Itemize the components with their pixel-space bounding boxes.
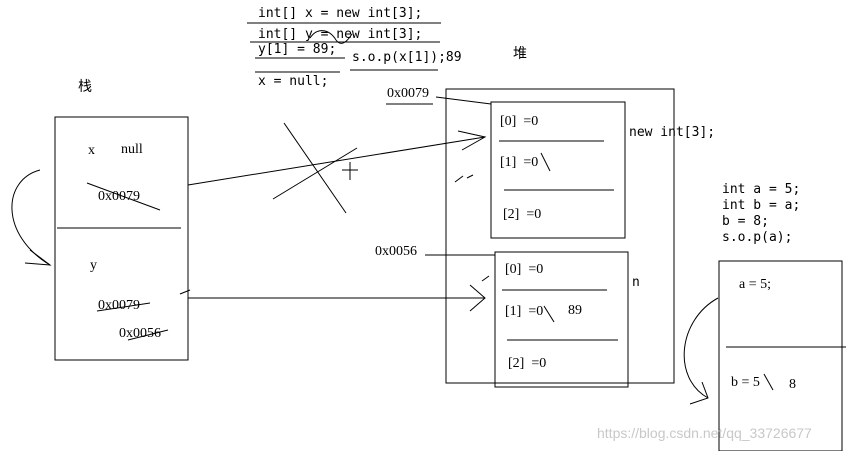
heap-mark-3 [481,275,490,282]
code-line-2: int[] y = new int[3]; [258,27,423,42]
code-line-3-print: s.o.p(x[1]);89 [352,50,462,65]
stack-y-address: 0x0056 [119,326,161,341]
array2-cell-1-new-value: 89 [568,303,582,318]
example2-code-4: s.o.p(a); [722,230,793,245]
x-old-strike [86,182,161,211]
code-scribble [309,30,353,44]
cross-stroke-1 [283,122,347,214]
cell-b-strike [763,373,774,391]
code-line-1: int[] x = new int[3]; [258,6,423,21]
example2-code-1: int a = 5; [722,182,801,197]
array2-box [494,251,629,388]
stack-box [54,116,189,361]
y-old-strike [96,302,151,312]
pointer-y-head [469,284,486,312]
code-line-3: y[1] = 89; [258,42,337,57]
array1-cell-2: [2] =0 [503,207,542,222]
cross-stroke-2 [272,147,358,200]
heap-box [445,88,675,384]
example2-curve-arrow [683,297,719,399]
stack-title: 栈 [78,79,92,95]
array1-address: 0x0079 [387,86,429,101]
stack-y-old-address: 0x0079 [98,298,140,313]
addr1-leader [435,96,492,105]
stack-x-label: x [88,143,95,158]
code-line-4: x = null; [258,74,329,89]
example2-cell-b-new-value: 8 [789,377,796,392]
array1-cell-1: [1] =0 [500,155,539,170]
y-value-strike [127,329,169,341]
pointer-x-head [457,130,487,151]
array2-cell-2: [2] =0 [508,356,547,371]
array2-label: n [632,275,640,290]
stack-x-old-address: 0x0079 [98,189,140,204]
array2-cell-1: [1] =0 [505,304,544,319]
array2-address: 0x0056 [375,244,417,259]
heap-title: 堆 [513,46,527,62]
example2-curve-arrow-head [689,381,709,405]
stack-x-value: null [121,142,143,157]
example2-box [718,260,843,451]
example2-cell-b: b = 5 [731,375,760,390]
array1-label: new int[3]; [629,125,716,140]
example2-code-3: b = 8; [722,214,769,229]
example2-cell-a: a = 5; [739,277,771,292]
stack-y-label: y [90,258,97,273]
array2-cell-0: [0] =0 [505,262,544,277]
stack-curve-arrow-head [24,249,52,266]
watermark: https://blog.csdn.net/qq_33726677 [597,425,812,441]
pointer-y-tick [179,289,191,295]
array2-cell1-strike [543,305,555,323]
array1-box [490,101,626,239]
array1-cell1-strike [540,152,551,172]
example2-code-2: int b = a; [722,198,801,213]
array1-cell-0: [0] =0 [500,114,539,129]
heap-mark-2 [466,174,474,179]
heap-mark-1 [454,175,464,183]
